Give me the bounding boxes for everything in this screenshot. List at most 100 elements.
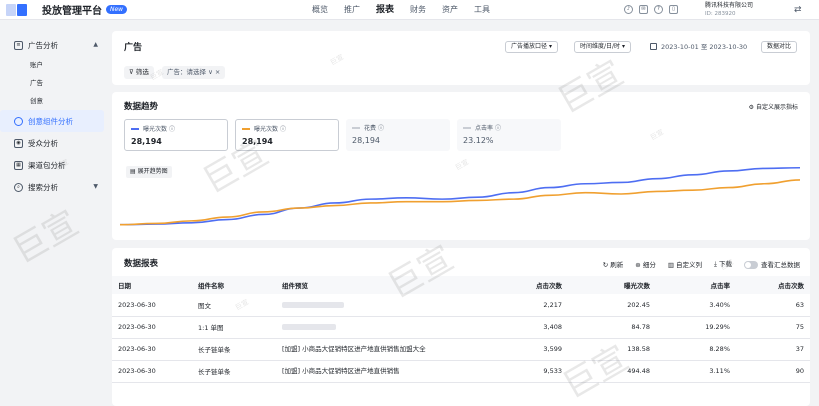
- nav-promotion[interactable]: 推广: [344, 5, 360, 14]
- phone-icon[interactable]: ▯: [669, 5, 678, 14]
- custom-columns-button[interactable]: ▥ 自定义列: [668, 259, 702, 269]
- nav-assets[interactable]: 资产: [442, 5, 459, 14]
- chevron-up-icon: ▲: [93, 41, 98, 48]
- sidebar-item-audience[interactable]: ◉ 受众分析: [0, 132, 112, 154]
- columns-icon: ▥: [667, 260, 674, 269]
- cell-clicks: 3,599: [444, 338, 568, 361]
- metric-card-impressions-2[interactable]: 曝光次数 ⓘ 28,194: [235, 119, 339, 151]
- sidebar-item-label: 受众分析: [28, 138, 58, 148]
- toggle-switch[interactable]: [744, 260, 758, 269]
- cell-date: 2023-06-30: [112, 360, 192, 383]
- sidebar-item-account[interactable]: 账户: [30, 61, 43, 69]
- close-icon[interactable]: ×: [214, 68, 221, 76]
- cell-impressions: 138.58: [568, 338, 656, 361]
- nav-overview[interactable]: 概览: [312, 5, 328, 14]
- metric-card-impressions[interactable]: 曝光次数 ⓘ 28,194: [124, 119, 228, 151]
- col-header[interactable]: 组件名称: [192, 276, 276, 294]
- col-header[interactable]: 日期: [112, 276, 192, 294]
- expand-trend-label: 展开趋势图: [137, 168, 168, 175]
- filter-button[interactable]: ⊽ 筛选: [124, 66, 154, 79]
- sidebar-item-ad[interactable]: 广告: [30, 79, 43, 87]
- download-label: 下载: [719, 260, 732, 268]
- sidebar-item-label: 创意组件分析: [28, 116, 73, 126]
- metric-card-cost[interactable]: 花费 ⓘ 28,194: [346, 119, 450, 151]
- cell-impressions: 494.48: [568, 360, 656, 383]
- cell-preview: [276, 316, 444, 339]
- ad-filter-label: 广告：请选择: [167, 68, 206, 76]
- sidebar-item-channel-package[interactable]: ▦ 渠道包分析: [0, 154, 112, 176]
- caliber-label: 广告播放口径: [511, 43, 548, 50]
- col-header[interactable]: 点击次数: [444, 276, 568, 294]
- summary-toggle[interactable]: 查看汇总数据: [744, 259, 800, 269]
- cell-clicks: 3,408: [444, 316, 568, 339]
- new-badge: New: [106, 5, 128, 14]
- people-icon: ◉: [14, 138, 23, 148]
- nav-tools[interactable]: 工具: [474, 5, 491, 14]
- sidebar: ≡ 广告分析 ▲ 账户 广告 创意 创意组件分析 ◉ 受众分析 ▦ 渠道包分析 …: [0, 20, 112, 406]
- download-button[interactable]: ⤓ 下载: [714, 258, 732, 269]
- sidebar-item-label: 搜索分析: [28, 182, 58, 192]
- cell-preview: [加盟] 小商品大促销特区进产地直供销售加盟大全: [276, 338, 444, 361]
- calendar-icon: [650, 43, 657, 50]
- refresh-button[interactable]: ↻ 刷新: [603, 259, 624, 269]
- metric-card-ctr[interactable]: 点击率 ⓘ 23.12%: [457, 119, 561, 151]
- company-info[interactable]: 腾讯科技有限公司 ID: 283920: [705, 2, 753, 18]
- report-title: 数据报表: [124, 259, 159, 269]
- col-header[interactable]: 曝光次数: [568, 276, 656, 294]
- col-header[interactable]: 组件预览: [276, 276, 444, 294]
- mail-icon[interactable]: ✉: [639, 5, 648, 14]
- filter-label: 筛选: [135, 68, 149, 76]
- custom-metric-button[interactable]: ⚙ 自定义展示指标: [749, 102, 798, 111]
- top-nav: 概览 推广 报表 财务 资产 工具: [312, 0, 506, 20]
- sidebar-item-search[interactable]: ⌕ 搜索分析 ▼: [0, 176, 112, 198]
- sidebar-item-label: 渠道包分析: [28, 160, 66, 170]
- cell-clicks-2: 90: [736, 360, 810, 383]
- metric-label: 花费: [364, 125, 377, 132]
- expand-trend-button[interactable]: ▤ 展开趋势图: [126, 166, 172, 178]
- top-bar: 投放管理平台 New 概览 推广 报表 财务 资产 工具 ♪ ✉ ? ▯ 腾讯科…: [0, 0, 819, 20]
- trend-title: 数据趋势: [124, 102, 159, 112]
- date-range-picker[interactable]: 2023-10-01 至 2023-10-30: [650, 41, 747, 53]
- series-color-swatch: [352, 126, 360, 129]
- series-line-0: [119, 166, 801, 226]
- cell-ctr: 8.28%: [656, 338, 736, 361]
- trend-panel: 数据趋势 ⚙ 自定义展示指标 曝光次数 ⓘ 28,194 曝光次数 ⓘ 28,1…: [112, 92, 810, 240]
- nav-reports[interactable]: 报表: [376, 5, 395, 15]
- metric-value: 23.12%: [463, 136, 494, 145]
- ad-filter-tag[interactable]: 广告：请选择 ∨ ×: [162, 66, 226, 79]
- bell-icon[interactable]: ♪: [624, 5, 633, 14]
- cell-date: 2023-06-30: [112, 294, 192, 317]
- metric-label: 曝光次数: [254, 126, 279, 133]
- metric-value: 28,194: [242, 137, 273, 146]
- caliber-select[interactable]: 广告播放口径 ▾: [505, 41, 558, 53]
- logout-icon[interactable]: ⇄: [794, 5, 802, 15]
- time-dimension-select[interactable]: 时间维度/日/时 ▾: [574, 41, 631, 53]
- cell-ctr: 3.40%: [656, 294, 736, 317]
- cell-impressions: 202.45: [568, 294, 656, 317]
- metric-label-row: 曝光次数 ⓘ: [131, 124, 221, 133]
- cell-preview: [276, 294, 444, 317]
- table-row: 2023-06-30 图文 2,217 202.45 3.40% 63: [112, 294, 810, 317]
- refresh-label: 刷新: [610, 260, 624, 269]
- cell-ctr: 3.11%: [656, 360, 736, 383]
- compare-button[interactable]: 数据对比: [761, 41, 798, 53]
- brand-title: 投放管理平台: [42, 6, 102, 17]
- metric-label: 点击率: [475, 125, 494, 132]
- sidebar-item-creative[interactable]: 创意: [30, 97, 43, 105]
- chevron-down-icon: ▾: [621, 43, 625, 50]
- list-icon: ≡: [14, 40, 23, 50]
- help-icon[interactable]: ?: [654, 5, 663, 14]
- report-table: 日期 组件名称 组件预览 点击次数 曝光次数 点击率 点击次数 2023-06-…: [112, 276, 810, 383]
- search-icon: ⌕: [14, 182, 23, 192]
- nav-finance[interactable]: 财务: [410, 5, 427, 14]
- sidebar-item-ad-analysis[interactable]: ≡ 广告分析 ▲: [0, 34, 112, 56]
- top-icons: ♪ ✉ ? ▯: [624, 5, 678, 14]
- cell-clicks-2: 75: [736, 316, 810, 339]
- breakdown-button[interactable]: ⊛ 细分: [635, 259, 656, 269]
- cell-clicks: 9,533: [444, 360, 568, 383]
- sidebar-item-creative-component[interactable]: 创意组件分析: [0, 110, 104, 132]
- col-header[interactable]: 点击率: [656, 276, 736, 294]
- info-icon: ⓘ: [377, 125, 384, 132]
- cell-name: 1:1 单图: [192, 316, 276, 339]
- col-header[interactable]: 点击次数: [736, 276, 810, 294]
